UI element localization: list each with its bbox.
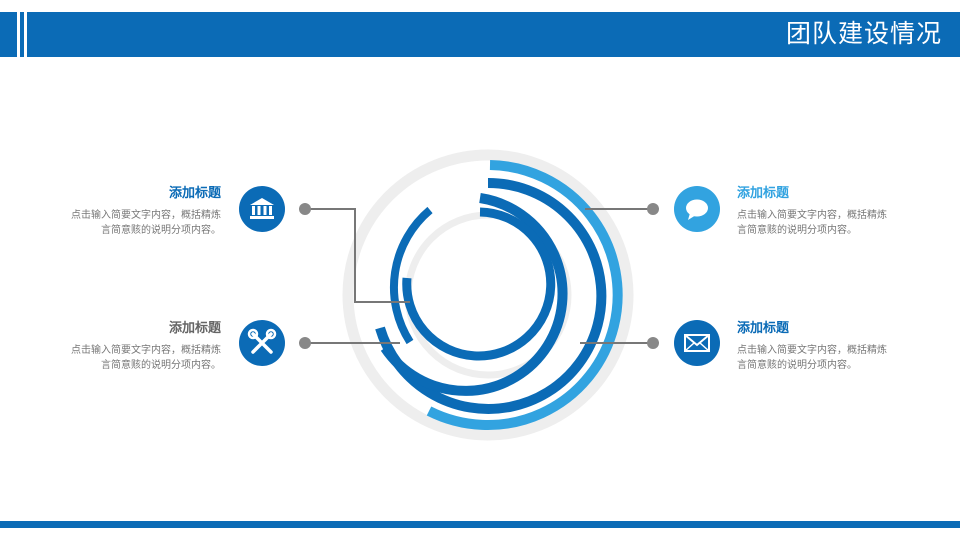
block-description: 点击输入简要文字内容，概括精炼言简意赅的说明分项内容。 — [737, 345, 887, 371]
text-block-bottom-left: 添加标题 点击输入简要文字内容，概括精炼言简意赅的说明分项内容。 — [71, 320, 221, 373]
connector-dot — [647, 337, 659, 349]
arc-4 — [389, 206, 433, 345]
header-bar: 团队建设情况 — [0, 12, 960, 57]
arc-outer-light — [426, 160, 623, 430]
block-title: 添加标题 — [737, 320, 790, 335]
arc-3 — [380, 193, 568, 396]
block-title: 添加标题 — [737, 185, 790, 200]
header-divider — [17, 12, 20, 57]
arc-2 — [375, 177, 607, 414]
block-title: 添加标题 — [168, 185, 221, 200]
connector-dot — [647, 203, 659, 215]
text-block-top-left: 添加标题 点击输入简要文字内容，概括精炼言简意赅的说明分项内容。 — [71, 185, 221, 238]
block-title: 添加标题 — [168, 320, 221, 335]
connector-dot — [299, 203, 311, 215]
chat-bubble-icon — [674, 186, 720, 232]
background-ring — [342, 149, 634, 441]
text-block-top-right: 添加标题 点击输入简要文字内容，概括精炼言简意赅的说明分项内容。 — [737, 185, 887, 238]
footer-bar — [0, 521, 960, 528]
connector-dot — [299, 337, 311, 349]
block-description: 点击输入简要文字内容，概括精炼言简意赅的说明分项内容。 — [737, 210, 887, 236]
bank-icon — [239, 186, 285, 232]
block-description: 点击输入简要文字内容，概括精炼言简意赅的说明分项内容。 — [71, 345, 221, 371]
page-title: 团队建设情况 — [785, 20, 942, 48]
envelope-icon — [674, 320, 720, 366]
header-divider — [24, 12, 27, 57]
tools-icon — [239, 320, 285, 366]
text-block-bottom-right: 添加标题 点击输入简要文字内容，概括精炼言简意赅的说明分项内容。 — [737, 320, 887, 373]
block-description: 点击输入简要文字内容，概括精炼言简意赅的说明分项内容。 — [71, 210, 221, 236]
arc-inner — [402, 207, 556, 361]
connector-line-top-left — [305, 208, 410, 303]
